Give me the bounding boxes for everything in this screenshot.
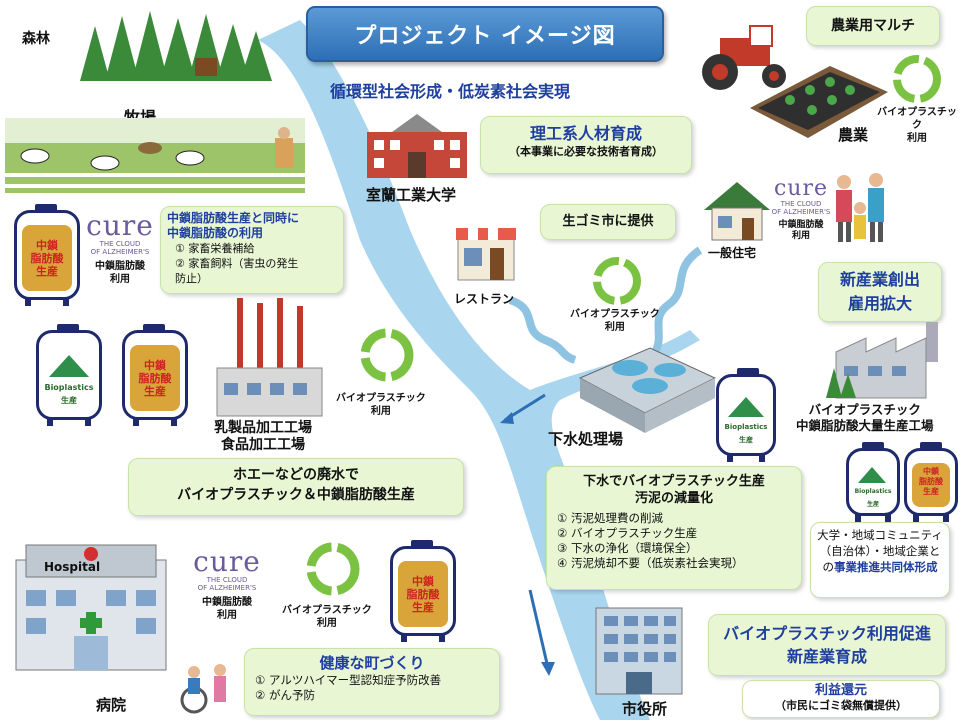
bio-use-caption-3: バイオプラスチック 利用 (570, 308, 660, 334)
subtitle: 循環型社会形成・低炭素社会実現 (330, 78, 570, 102)
city-hall-label: 市役所 (622, 698, 667, 719)
title-banner: プロジェクト イメージ図 (306, 6, 664, 62)
forest-icon (70, 6, 275, 86)
bio-use-caption-4: バイオプラスチック 利用 (874, 106, 960, 145)
recycle-icon (358, 326, 416, 384)
university-label: 室蘭工業大学 (366, 184, 456, 205)
mulch-field-icon (750, 60, 890, 142)
sewage-plant-icon (570, 338, 720, 438)
factory-icon (212, 298, 327, 418)
hospital-label: 病院 (96, 694, 126, 715)
health-box: 健康な町づくり ① アルツハイマー型認知症予防改善 ② がん予防 (244, 648, 500, 716)
mulch-box: 農業用マルチ (806, 6, 940, 46)
cure-logo-2: cure THE CLOUD OF ALZHEIMER'S 中鎖脂肪酸 利用 (186, 548, 268, 622)
new-industry-box: 新産業創出 雇用拡大 (818, 262, 942, 322)
recycle-icon-4 (890, 52, 944, 106)
restaurant-label: レストラン (454, 290, 514, 307)
mcfa-tank-icon-2: 中鎖 脂肪酸 生産 (122, 330, 188, 420)
bioplastics-tank-icon-3: Bioplastics 生産 (846, 448, 900, 516)
garbage-box: 生ゴミ市に提供 (540, 204, 676, 240)
sewage-label: 下水処理場 (548, 428, 623, 449)
family-icon (830, 170, 892, 244)
recycle-icon-3 (590, 254, 644, 308)
restaurant-icon (454, 220, 518, 282)
wheelchair-icon (176, 660, 232, 716)
cure-logo: cure THE CLOUD OF ALZHEIMER'S 中鎖脂肪酸 利用 (84, 212, 156, 286)
sewage-box: 下水でバイオプラスチック生産 汚泥の減量化 ① 汚泥処理費の削減 ② バイオプラ… (546, 466, 802, 590)
consortium-box: 大学・地域コミュニティ（自治体）・地域企業との事業推進共同体形成 (810, 522, 950, 598)
agriculture-label: 農業 (838, 124, 868, 145)
bio-factory-label: バイオプラスチック 中鎖脂肪酸大量生産工場 (796, 402, 934, 434)
bioplastics-tank-icon: Bioplastics 生産 (36, 330, 102, 420)
mcfa-tank-icon-4: 中鎖 脂肪酸 生産 (904, 448, 958, 516)
factory-label: 乳製品加工工場 食品加工工場 (214, 420, 312, 454)
hospital-sign: Hospital (44, 560, 100, 574)
hr-box: 理工系人材育成 （本事業に必要な技術者育成） (480, 116, 692, 174)
bio-use-caption-1: バイオプラスチック 利用 (336, 392, 426, 418)
ranch-icon (5, 118, 305, 193)
house-icon (702, 180, 772, 242)
university-icon (362, 112, 472, 178)
bioplastics-tank-icon-2: Bioplastics 生産 (716, 374, 776, 456)
bio-factory-icon (826, 322, 950, 400)
cure-logo-3: cure THE CLOUD OF ALZHEIMER'S 中鎖脂肪酸 利用 (770, 178, 832, 242)
profit-box: 利益還元 （市民にゴミ袋無償提供） (742, 680, 940, 718)
whey-box: ホエーなどの廃水で バイオプラスチック＆中鎖脂肪酸生産 (128, 458, 464, 516)
recycle-icon-2 (304, 540, 362, 598)
forest-label: 森林 (22, 28, 50, 48)
promote-box: バイオプラスチック利用促進 新産業育成 (708, 614, 946, 676)
mcfa-tank-icon-3: 中鎖 脂肪酸 生産 (390, 546, 456, 636)
mcfa-tank-icon: 中鎖 脂肪酸 生産 (14, 210, 80, 300)
bio-use-caption-2: バイオプラスチック 利用 (282, 604, 372, 630)
house-label: 一般住宅 (708, 244, 756, 261)
mcfa-box: 中鎖脂肪酸生産と同時に 中鎖脂肪酸の利用 ① 家畜栄養補給 ② 家畜飼料（害虫の… (160, 206, 344, 294)
city-hall-icon (590, 600, 688, 696)
